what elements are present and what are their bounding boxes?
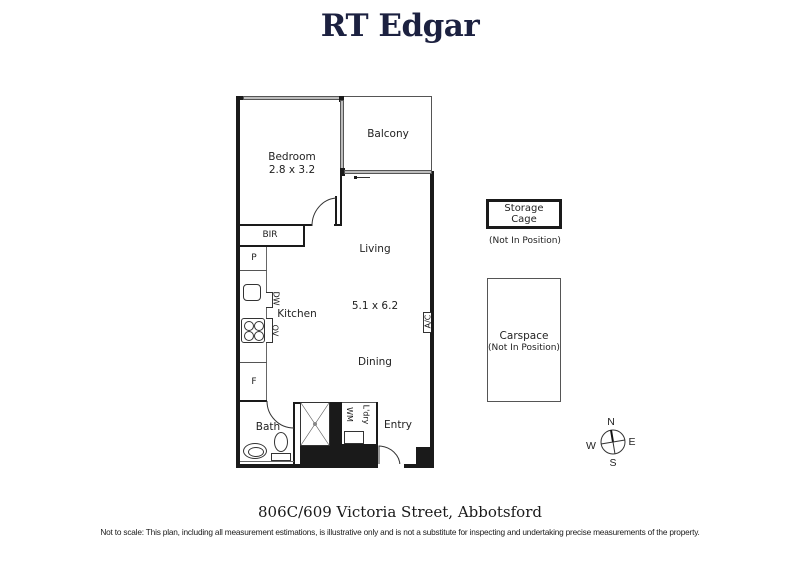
- bath-door-swing: [266, 400, 295, 429]
- living-dims-label: 5.1 x 6.2: [351, 300, 399, 312]
- compass-s: S: [609, 457, 617, 469]
- balcony-top-line: [344, 96, 432, 97]
- dishwasher-label: DW: [271, 291, 281, 306]
- balcony-label: Balcony: [367, 128, 409, 140]
- service-duct-2: [300, 446, 378, 464]
- balcony-side-window: [340, 100, 344, 170]
- compass-rose-icon: [600, 429, 626, 455]
- carspace-title: Carspace: [499, 330, 549, 342]
- bir-label: BIR: [262, 230, 278, 240]
- toilet-cistern: [271, 453, 291, 461]
- toilet-icon: [274, 432, 288, 452]
- wall-top-right-corner: [339, 96, 344, 102]
- bedroom-right-stub: [334, 224, 342, 226]
- fridge-top: [240, 362, 267, 363]
- bath-top-wall: [240, 400, 242, 402]
- sink-icon: [243, 284, 261, 301]
- door-jamb: [335, 196, 337, 226]
- bedroom-label: Bedroom 2.8 x 3.2: [268, 151, 316, 176]
- washing-machine-label: WM: [344, 407, 354, 422]
- balcony-sliding-door: [344, 170, 432, 174]
- bedroom-door-swing: [311, 197, 337, 227]
- aircon-box: [423, 312, 431, 333]
- entry-corner-fill: [416, 447, 430, 464]
- shower: [300, 402, 330, 446]
- wall-right: [430, 171, 434, 468]
- bath-label: Bath: [255, 421, 281, 433]
- fridge-label: F: [251, 377, 257, 387]
- entry-door-gap: [378, 464, 404, 468]
- wall-bottom: [236, 464, 434, 468]
- service-duct-3: [342, 444, 378, 448]
- dining-label: Dining: [358, 356, 392, 368]
- kitchen-label: Kitchen: [277, 308, 317, 320]
- property-address: 806C/609 Victoria Street, Abbotsford: [257, 503, 542, 521]
- bath-door-stub: [293, 402, 300, 404]
- bedroom-window: [243, 96, 341, 100]
- laundry-label: L'dry: [361, 404, 371, 425]
- laundry-tub-icon: [344, 431, 364, 444]
- oven-box: [266, 318, 273, 343]
- storage-title-2: Cage: [511, 214, 537, 225]
- storage-note: (Not In Position): [489, 236, 561, 246]
- wall-bed-balcony-corner: [340, 168, 345, 176]
- pantry-label: P: [251, 253, 257, 263]
- basin-icon: [243, 443, 267, 459]
- carspace-note: (Not In Position): [488, 343, 560, 353]
- cooktop-icon: [241, 318, 265, 343]
- oven-label: OV: [270, 324, 280, 337]
- brand-logo: RT Edgar: [320, 8, 480, 44]
- dishwasher-box: [266, 292, 273, 308]
- bir-bottom-wall: [240, 245, 305, 247]
- laundry-top: [342, 402, 378, 403]
- wall-left: [236, 96, 240, 467]
- compass-w: W: [586, 440, 596, 452]
- bedroom-bottom-wall: [240, 224, 312, 226]
- disclaimer: Not to scale: This plan, including all m…: [100, 527, 700, 537]
- slide-arrow: [356, 177, 370, 178]
- compass-n: N: [607, 416, 615, 428]
- wall-top-corner: [236, 96, 244, 100]
- bath-vanity-line: [240, 461, 294, 462]
- compass-e: E: [628, 436, 636, 448]
- entry-label: Entry: [384, 419, 412, 431]
- laundry-right: [376, 402, 378, 446]
- carspace: [487, 278, 561, 402]
- living-label: Living: [359, 243, 391, 255]
- aircon-label: A/C: [423, 314, 433, 329]
- pantry-bottom: [240, 270, 267, 271]
- fridge-bottom: [240, 400, 267, 402]
- bath-right-wall: [293, 402, 295, 464]
- compass: N E S W: [582, 415, 642, 470]
- slide-arrow-head: [354, 176, 357, 179]
- storage-title-1: Storage: [504, 203, 544, 214]
- bir-right-wall: [303, 224, 305, 246]
- bedroom-right-wall: [340, 172, 342, 226]
- balcony-right-line: [431, 96, 432, 172]
- entry-door-swing: [378, 445, 401, 467]
- storage-cage: Storage Cage: [486, 199, 562, 229]
